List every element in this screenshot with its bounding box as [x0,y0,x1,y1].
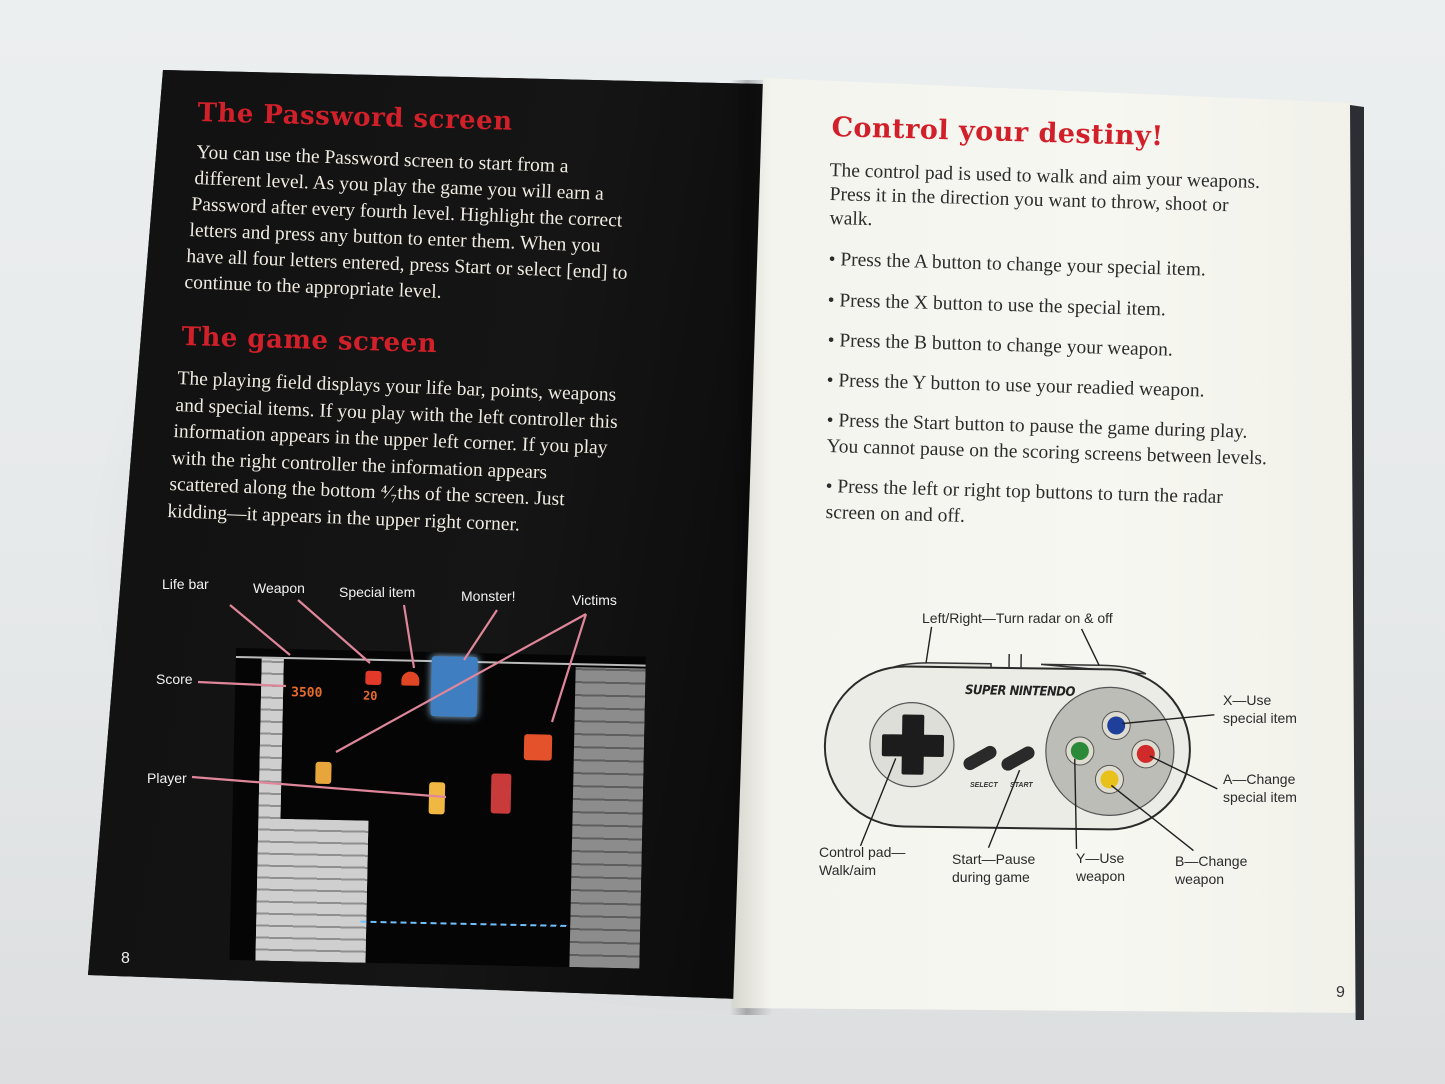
callout-victims: Victims [572,592,617,608]
right-page [733,78,1363,1013]
label-start-line-2: during game [952,869,1030,885]
label-y-line-2: weapon [1076,868,1126,884]
controller-brand-logo: SUPER NINTENDO [964,683,1076,700]
label-x-button: X—Use special item [1223,691,1297,727]
callout-player: Player [147,770,187,786]
label-pad-line-2: Walk/aim [819,862,877,878]
controller-select-label: SELECT [970,782,998,789]
label-control-pad: Control pad— Walk/aim [819,843,905,879]
label-start-line-1: Start—Pause [952,851,1036,867]
label-y-line-1: Y—Use [1076,850,1125,866]
label-top-buttons: Left/Right—Turn radar on & off [922,610,1113,626]
label-b-button: B—Change weapon [1175,852,1247,888]
label-x-line-2: special item [1223,710,1297,726]
callout-score: Score [156,671,193,687]
label-x-line-1: X—Use [1223,692,1272,708]
label-b-line-1: B—Change [1175,853,1248,869]
label-a-line-2: special item [1223,789,1297,805]
callout-special-item: Special item [339,584,416,600]
label-y-button: Y—Use weapon [1076,849,1125,885]
callout-weapon: Weapon [253,580,305,596]
callout-monster: Monster! [461,588,516,604]
label-a-button: A—Change special item [1223,770,1297,806]
left-page [88,70,768,1000]
callout-life-bar: Life bar [162,576,209,592]
controller-start-label: START [1010,782,1033,789]
left-page-number: 8 [121,950,130,967]
label-pad-line-1: Control pad— [819,844,906,860]
label-start-button: Start—Pause during game [952,850,1035,886]
label-a-line-1: A—Change [1223,771,1296,787]
right-page-number: 9 [1336,984,1345,1001]
label-b-line-2: weapon [1175,871,1225,887]
